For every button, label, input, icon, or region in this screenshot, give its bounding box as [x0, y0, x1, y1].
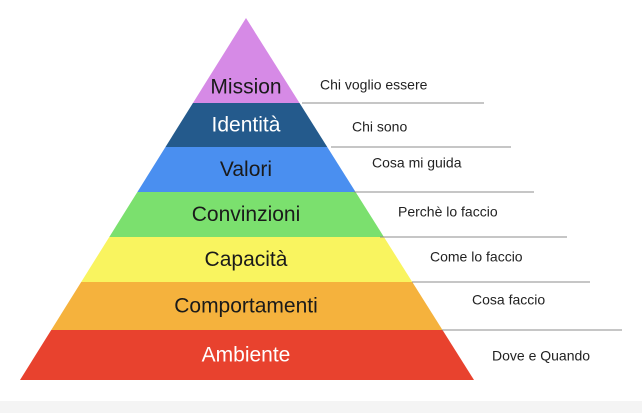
layer-label-mission: Mission: [210, 76, 281, 99]
layer-description-identita: Chi sono: [352, 119, 407, 135]
layer-label-convinzioni: Convinzioni: [192, 203, 301, 226]
layer-label-comportamenti: Comportamenti: [174, 295, 318, 318]
pyramid-layer-identita: [165, 103, 328, 147]
pyramid-layer-ambiente: [20, 330, 474, 380]
layer-description-ambiente: Dove e Quando: [492, 348, 590, 364]
pyramid-layer-comportamenti: [51, 282, 443, 330]
layer-description-convinzioni: Perchè lo faccio: [398, 204, 498, 220]
pyramid-layer-valori: [137, 147, 356, 192]
layer-description-valori: Cosa mi guida: [372, 155, 462, 171]
layer-label-valori: Valori: [220, 158, 272, 181]
layer-description-mission: Chi voglio essere: [320, 77, 428, 93]
layer-label-identita: Identità: [212, 114, 281, 137]
layer-description-capacita: Come lo faccio: [430, 249, 523, 265]
layer-label-ambiente: Ambiente: [202, 344, 291, 367]
pyramid-layer-mission: [192, 18, 300, 103]
pyramid-layer-capacita: [81, 237, 413, 282]
bottom-strip: [0, 401, 642, 413]
layer-description-comportamenti: Cosa faccio: [472, 292, 545, 308]
layer-label-capacita: Capacità: [205, 248, 288, 271]
pyramid-layer-convinzioni: [109, 192, 384, 237]
